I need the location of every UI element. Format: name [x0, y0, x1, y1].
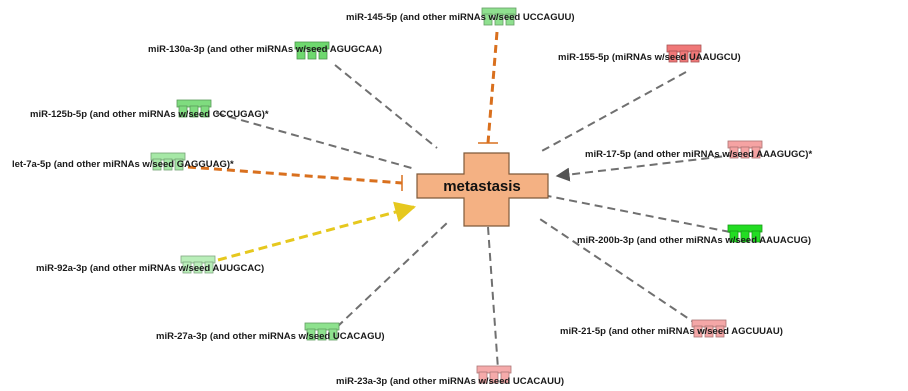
metastasis-label: metastasis — [443, 178, 521, 195]
edge-mir92a — [217, 201, 417, 262]
edge-mir155 — [539, 71, 687, 153]
edge-mir27a — [336, 221, 449, 328]
edge-mir17 — [555, 154, 736, 182]
edge-mir200b — [547, 195, 731, 233]
node-mir125b[interactable]: miR-125b-5p (and other miRNAs w/seed CCC… — [30, 99, 269, 120]
mirna-icon — [176, 99, 212, 118]
mirna-icon — [666, 44, 702, 63]
mirna-icon — [727, 140, 763, 159]
edges-layer — [187, 31, 736, 370]
node-label: let-7a-5p (and other miRNAs w/seed GAGGU… — [12, 159, 234, 170]
node-label: miR-125b-5p (and other miRNAs w/seed CCC… — [30, 109, 269, 120]
node-label: miR-21-5p (and other miRNAs w/seed AGCUU… — [560, 326, 783, 337]
edge-let7a — [187, 165, 403, 185]
node-mir23a[interactable]: miR-23a-3p (and other miRNAs w/seed UCAC… — [336, 365, 564, 387]
node-label: miR-200b-3p (and other miRNAs w/seed AAU… — [577, 235, 811, 246]
node-label: miR-17-5p (and other miRNAs w/seed AAAGU… — [585, 149, 812, 160]
edge-mir125b — [215, 112, 416, 170]
node-label: miR-130a-3p (and other miRNAs w/seed AGU… — [148, 44, 382, 55]
node-mir17[interactable]: miR-17-5p (and other miRNAs w/seed AAAGU… — [585, 140, 812, 160]
mirna-icon — [691, 319, 727, 338]
edge-mir145 — [486, 31, 499, 144]
mirna-icon — [481, 7, 517, 26]
node-mir145[interactable]: miR-145-5p (and other miRNAs w/seed UCCA… — [346, 7, 575, 26]
node-mir21[interactable]: miR-21-5p (and other miRNAs w/seed AGCUU… — [560, 319, 783, 338]
node-label: miR-23a-3p (and other miRNAs w/seed UCAC… — [336, 376, 564, 387]
mirna-icon — [180, 255, 216, 274]
node-label: miR-27a-3p (and other miRNAs w/seed UCAC… — [156, 331, 385, 342]
node-mir92a[interactable]: miR-92a-3p (and other miRNAs w/seed AUUG… — [36, 255, 264, 274]
node-mir200b[interactable]: miR-200b-3p (and other miRNAs w/seed AAU… — [577, 224, 811, 246]
mirna-icon — [304, 322, 340, 341]
metastasis-cross-shape — [416, 152, 549, 227]
node-let7a[interactable]: let-7a-5p (and other miRNAs w/seed GAGGU… — [12, 152, 234, 171]
edge-mir21 — [536, 216, 699, 326]
mirna-icon — [150, 152, 186, 171]
node-label: miR-92a-3p (and other miRNAs w/seed AUUG… — [36, 263, 264, 274]
mirna-icon — [476, 365, 512, 384]
node-mir130a[interactable]: miR-130a-3p (and other miRNAs w/seed AGU… — [148, 41, 382, 60]
node-label: miR-155-5p (miRNAs w/seed UAAUGCU) — [558, 52, 741, 63]
mirna-icon — [294, 41, 330, 60]
edge-mir23a — [487, 226, 499, 370]
metastasis-node[interactable]: metastasis — [416, 152, 549, 227]
mirna-icon — [727, 224, 763, 243]
edge-mir130a — [334, 64, 438, 149]
node-label: miR-145-5p (and other miRNAs w/seed UCCA… — [346, 12, 575, 23]
node-mir155[interactable]: miR-155-5p (miRNAs w/seed UAAUGCU) — [558, 44, 741, 63]
node-mir27a[interactable]: miR-27a-3p (and other miRNAs w/seed UCAC… — [156, 322, 385, 342]
